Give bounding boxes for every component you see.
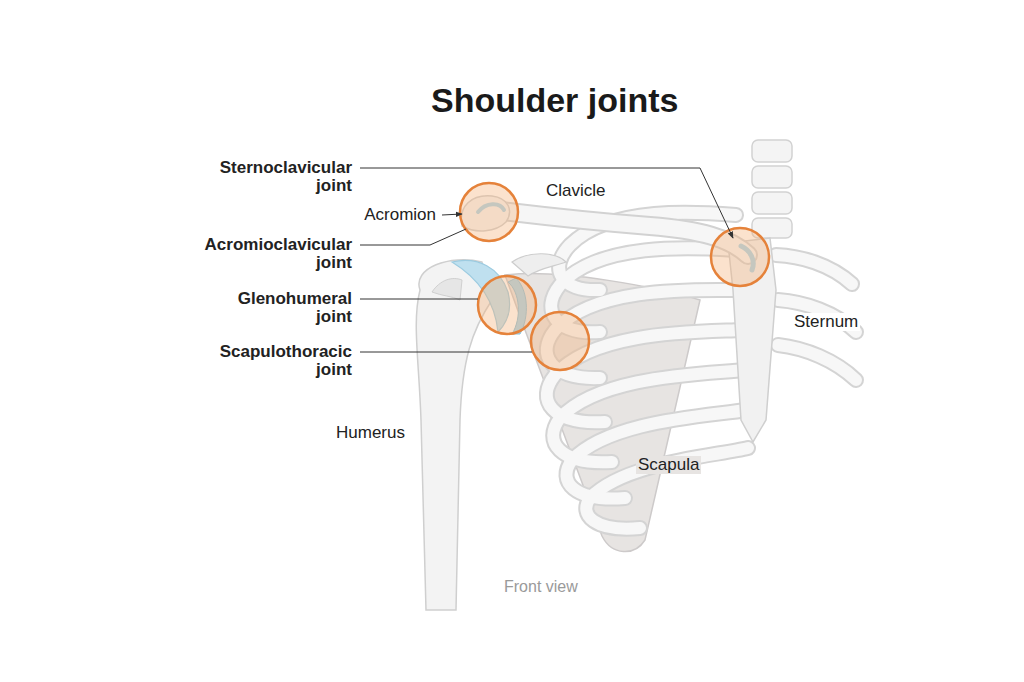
leader-line bbox=[360, 352, 532, 353]
joint-circle bbox=[460, 183, 518, 241]
diagram-title: Shoulder joints bbox=[431, 80, 678, 120]
part-label: Sternum bbox=[792, 313, 860, 331]
humerus-tubercle bbox=[432, 279, 462, 301]
joint-label: Glenohumeral joint bbox=[225, 290, 354, 326]
joint-highlights bbox=[460, 183, 769, 370]
part-label: Clavicle bbox=[544, 182, 608, 200]
joint-label: Sternoclavicular joint bbox=[195, 159, 354, 195]
ribs-fill bbox=[547, 213, 856, 529]
leader-lines bbox=[360, 168, 733, 352]
joint-circle bbox=[531, 312, 589, 370]
leader-line bbox=[360, 299, 478, 300]
joint-circle bbox=[478, 276, 536, 334]
part-label: Acromion bbox=[350, 206, 438, 224]
leader-line bbox=[360, 229, 466, 245]
vertebra bbox=[752, 140, 792, 162]
leader-line bbox=[360, 168, 733, 238]
ribs-outline bbox=[547, 213, 856, 529]
vertebra bbox=[752, 166, 792, 188]
vertebra bbox=[752, 192, 792, 214]
spine bbox=[752, 140, 792, 238]
rib bbox=[776, 255, 852, 284]
joint-label: Acromioclavicular joint bbox=[180, 236, 354, 272]
part-label: Humerus bbox=[334, 424, 407, 442]
rib bbox=[586, 448, 748, 529]
rib bbox=[778, 345, 856, 380]
joint-circle bbox=[711, 228, 769, 286]
leader-line bbox=[442, 214, 462, 215]
rib bbox=[778, 345, 856, 380]
coracoid-process bbox=[512, 254, 566, 276]
rib bbox=[776, 255, 852, 284]
view-caption: Front view bbox=[504, 577, 578, 597]
joint-label: Scapulothoracic joint bbox=[200, 343, 354, 379]
part-label: Scapula bbox=[636, 456, 701, 474]
